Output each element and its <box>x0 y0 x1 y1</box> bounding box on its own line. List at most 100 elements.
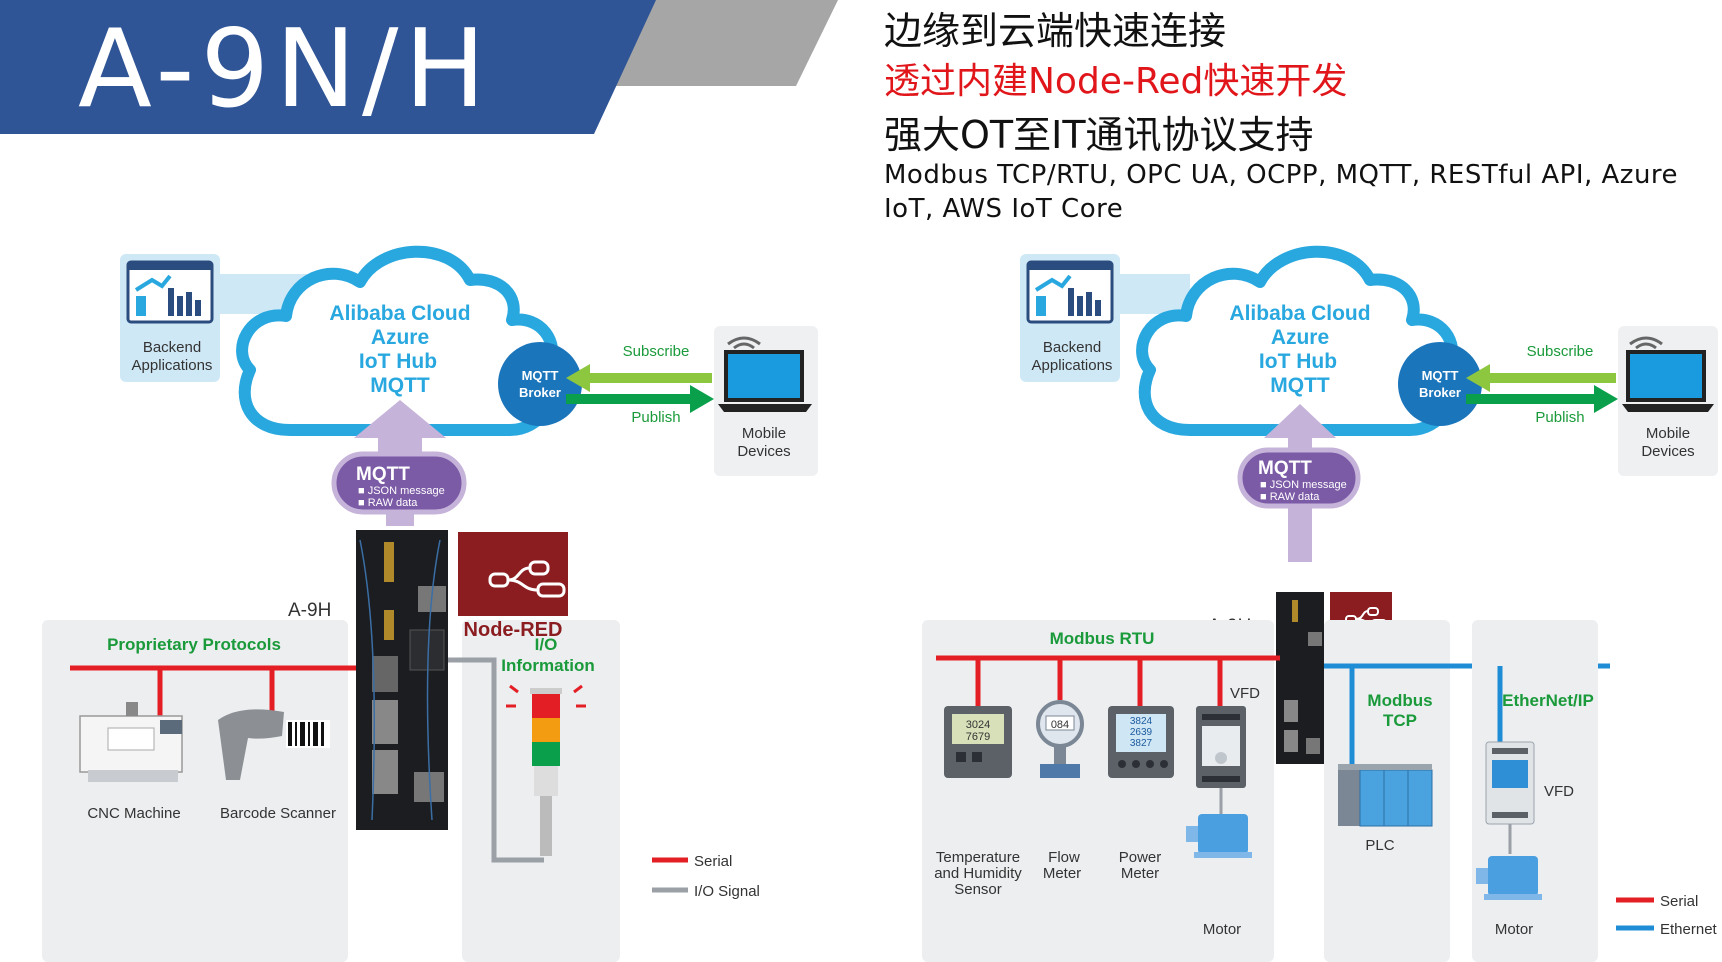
dashboard-icon <box>1026 260 1114 324</box>
mobile-devices-box-right: Mobile Devices <box>1618 326 1718 476</box>
flow-label-2: Meter <box>1043 865 1081 882</box>
flow-display: 084 <box>1051 719 1069 731</box>
modbus-rtu-title: Modbus RTU <box>1050 629 1155 648</box>
io-title-2: Information <box>501 656 595 675</box>
barcode-scanner-icon <box>218 709 330 780</box>
power-display-1: 3824 <box>1130 716 1153 727</box>
mqtt-pill-item-2-right: ■ RAW data <box>1260 491 1320 503</box>
power-label-2: Meter <box>1121 865 1159 882</box>
broker-line-2-right: Broker <box>1419 385 1461 400</box>
flow-label-1: Flow <box>1048 849 1080 866</box>
laptop-icon <box>1622 336 1714 412</box>
mqtt-stem-right <box>1288 506 1312 562</box>
backend-label-1-right: Backend <box>1043 339 1101 356</box>
header-banner <box>0 0 838 134</box>
vfd-label: VFD <box>1230 685 1260 702</box>
publish-arrow <box>566 385 714 413</box>
motor-icon <box>1186 814 1252 858</box>
mqtt-broker-right: MQTT Broker <box>1398 342 1482 426</box>
cloud-shape-right: Alibaba Cloud Azure IoT Hub MQTT <box>1136 245 1459 436</box>
headline-node-red: 透过内建Node-Red快速开发 <box>884 61 1348 102</box>
headline-edge-to-cloud: 边缘到云端快速连接 <box>884 9 1227 53</box>
subscribe-arrow-right <box>1466 364 1616 392</box>
motor2-icon <box>1476 856 1542 900</box>
cloud-line-4-right: MQTT <box>1270 374 1330 397</box>
legend-ethernet: Ethernet <box>1660 921 1718 938</box>
mqtt-pill-item-1: ■ JSON message <box>358 485 445 497</box>
protocol-list: Modbus TCP/RTU, OPC UA, OCPP, MQTT, REST… <box>884 160 1679 224</box>
cloud-line-3: IoT Hub <box>359 350 437 373</box>
cnc-label: CNC Machine <box>87 805 180 822</box>
cloud-line-1-right: Alibaba Cloud <box>1229 302 1370 325</box>
laptop-icon <box>718 336 812 412</box>
mqtt-pill: MQTT ■ JSON message ■ RAW data <box>331 451 467 515</box>
cloud-line-1: Alibaba Cloud <box>329 302 470 325</box>
publish-label-right: Publish <box>1535 409 1584 426</box>
publish-label: Publish <box>631 409 680 426</box>
signal-tower-icon <box>506 684 586 856</box>
subscribe-arrow <box>566 364 712 392</box>
dashboard-icon <box>126 260 214 324</box>
cloud-line-4: MQTT <box>370 374 430 397</box>
vfd2-label: VFD <box>1544 783 1574 800</box>
io-title-1: I/O <box>535 635 558 654</box>
legend-serial-right: Serial <box>1660 893 1698 910</box>
plc-label: PLC <box>1365 837 1394 854</box>
cloud-line-2-right: Azure <box>1271 326 1329 349</box>
legend-io-left: I/O Signal <box>694 883 760 900</box>
power-display-3: 3827 <box>1130 738 1153 749</box>
left-diagram: Backend Applications Alibaba Cloud Azure… <box>42 245 818 962</box>
mqtt-pill-item-1-right: ■ JSON message <box>1260 479 1347 491</box>
temperature-humidity-sensor-icon <box>944 706 1012 778</box>
vfd-icon <box>1196 706 1246 788</box>
backend-label-1: Backend <box>143 339 201 356</box>
flow-meter-icon <box>1036 700 1084 778</box>
vfd2-icon <box>1485 741 1535 825</box>
mobile-label-1-right: Mobile <box>1646 425 1690 442</box>
power-label-1: Power <box>1119 849 1162 866</box>
temp-display-2: 7679 <box>966 731 990 743</box>
motor-label: Motor <box>1203 921 1241 938</box>
device-label-left: A-9H <box>288 600 331 621</box>
broker-line-1: MQTT <box>522 368 559 383</box>
mqtt-pill-title-right: MQTT <box>1258 458 1312 479</box>
model-title: A-9N/H <box>78 7 492 132</box>
io-signal-line <box>448 657 544 863</box>
power-meter-icon <box>1108 706 1174 778</box>
subscribe-label: Subscribe <box>623 343 690 360</box>
ethernetip-title: EtherNet/IP <box>1502 691 1594 710</box>
mobile-devices-box: Mobile Devices <box>714 326 818 476</box>
proprietary-title: Proprietary Protocols <box>107 635 281 654</box>
mqtt-pill-item-2: ■ RAW data <box>358 497 418 509</box>
uplink-arrow <box>354 400 446 490</box>
temp-label-1: Temperature <box>936 849 1020 866</box>
temp-display-1: 3024 <box>966 719 990 731</box>
cloud-line-3-right: IoT Hub <box>1259 350 1337 373</box>
subscribe-label-right: Subscribe <box>1527 343 1594 360</box>
modbus-rtu-panel <box>922 620 1274 962</box>
mqtt-pill-right: MQTT ■ JSON message ■ RAW data <box>1237 447 1361 509</box>
mobile-label-1: Mobile <box>742 425 786 442</box>
headline-ot-it: 强大OT至IT通讯协议支持 <box>884 113 1314 157</box>
mqtt-broker: MQTT Broker <box>498 342 582 426</box>
plc-icon <box>1338 764 1433 827</box>
header-gray-stripe <box>608 0 838 86</box>
mobile-label-2-right: Devices <box>1641 443 1694 460</box>
backend-label-2: Applications <box>132 357 213 374</box>
temp-label-2: and Humidity <box>934 865 1022 882</box>
cloud-line-2: Azure <box>371 326 429 349</box>
barcode-label: Barcode Scanner <box>220 805 336 822</box>
broker-line-2: Broker <box>519 385 561 400</box>
publish-arrow-right <box>1466 385 1618 413</box>
backend-applications-box-right: Backend Applications <box>1020 254 1120 382</box>
header-blue-band <box>0 0 656 134</box>
mqtt-stem <box>386 512 414 526</box>
backend-label-2-right: Applications <box>1032 357 1113 374</box>
a9h-device-small <box>1276 592 1324 764</box>
power-display-2: 2639 <box>1130 727 1153 738</box>
proprietary-panel <box>42 620 348 962</box>
temp-label-3: Sensor <box>954 881 1002 898</box>
legend-serial-left: Serial <box>694 853 732 870</box>
node-red-icon <box>488 560 566 598</box>
motor2-label: Motor <box>1495 921 1533 938</box>
